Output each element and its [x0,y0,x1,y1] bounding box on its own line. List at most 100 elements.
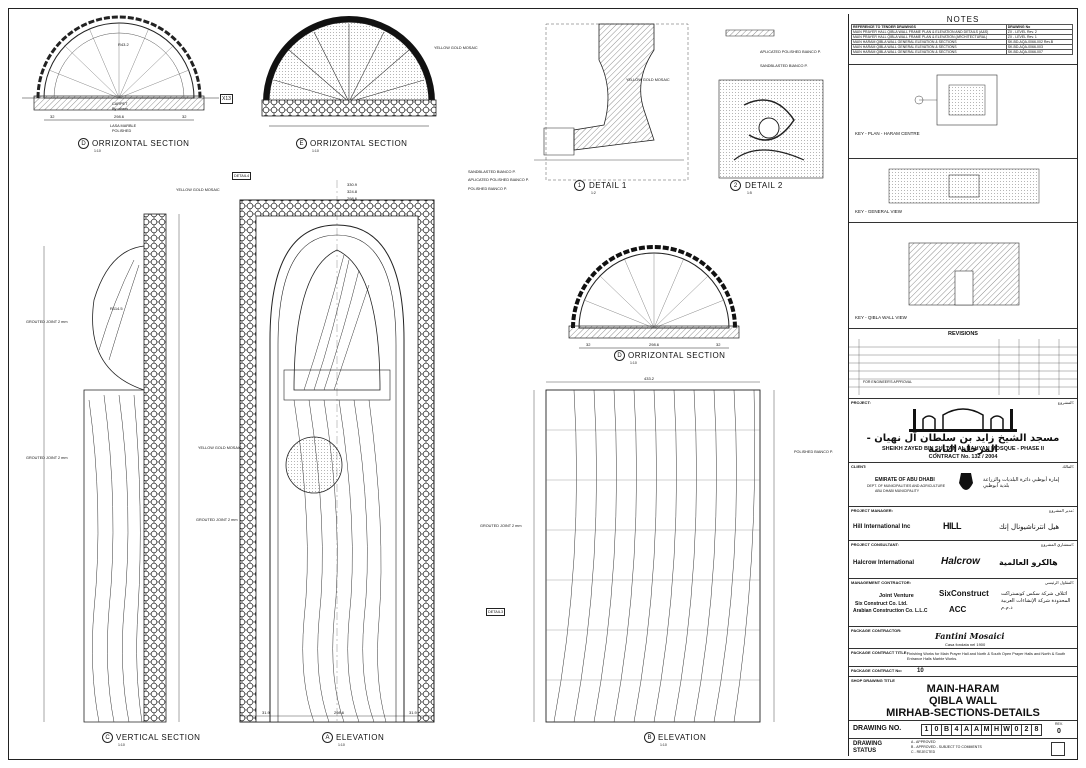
drawing-char-11: 8 [1031,724,1042,736]
mosque-name-en-text: SHEIKH ZAYED BIN SULTAN AL NAHYAN MOSQUE [882,446,1016,452]
key-qibla-graphic [908,242,1020,306]
ref-row-1-desc: MAIN PRAYER HALL QIBLA WALL FRAME PLAN &… [851,34,1007,40]
vertical-section-c [43,213,180,723]
pm-label-ar: مدير المشروع: [1049,508,1074,513]
dim-2986-bottom: 298.6 [334,710,345,715]
dim-3309: 330.9 [347,182,358,187]
mosque-name-ar: مسجد الشيخ زايد بن سلطان آل نهيان - المر… [866,433,1060,455]
key-qibla-label: KEY - QIBLA WALL VIEW [855,315,907,320]
revision-row-0: FOR ENGINEER'S APPROVAL [863,380,913,384]
acc-logo: ACC [949,605,967,614]
section-d-left-scale: 1:10 [94,149,101,153]
key-general-label: KEY - GENERAL VIEW [855,209,903,214]
ref-row-4-no: SK-BD-AQA-0066-007 [1005,49,1074,55]
dim-319-left: 31.9 [262,710,270,715]
elevation-a-scale: 1:10 [338,743,345,747]
label-yellow-gold-circle: YELLOW GOLD MOSAIC [198,446,242,450]
label-grouted-1: GROUTED JOINT 2 mm [26,320,68,324]
title-line-1: MAIN-HARAM [926,683,1000,695]
contract-number: CONTRACT No. 132 / 2004 [928,454,998,460]
title-line-3: MIRHAB-SECTIONS-DETAILS [886,707,1040,719]
label-grouted-4: GROUTED JOINT 2 mm [480,524,522,528]
section-d-left-title: ORRIZONTAL SECTION [92,139,190,148]
title-line-2: QIBLA WALL [928,695,998,707]
six-construct-logo: SixConstruct [939,589,989,598]
section-d-left-marker: D [78,138,89,149]
client-name: EMIRATE OF ABU DHABI [875,477,935,483]
pkg-title: Finishing Works for Main Prayer Hall and… [907,652,1066,661]
section-e-scale: 1:10 [312,149,319,153]
dim-2986-d: 298.6 [114,114,125,119]
consultant-label-ar: استشاري المشروع: [1041,542,1074,547]
fantini-sub: Casa fondata nel 1900 [945,642,986,647]
consultant-panel: PROJECT CONSULTANT: استشاري المشروع: Hal… [849,540,1077,578]
label-sandblasted-detail2: SANDBLASTED BIANCO P. [760,64,808,68]
section-d-right-title: ORRIZONTAL SECTION [628,351,726,360]
detail-1-marker: 1 [574,180,585,191]
dim-r1145: R114.5 [110,306,123,311]
label-detail3: DETAIL3 [486,608,506,616]
shop-title-label: SHOP DRAWING TITLE [851,678,895,683]
pm-logo: HILL [943,521,962,531]
consultant-name-ar: هالكرو العالمية [999,558,1058,567]
elevation-b-scale: 1:10 [660,743,667,747]
label-sandblasted-elev: SANDBLASTED BIANCO P. [468,170,516,174]
label-by-others: By others [112,107,129,111]
drawing-no-label: DRAWING NO. [853,725,902,732]
package-no-panel: PACKAGE CONTRACT No: 10 [849,666,1077,676]
consultant-logo: Halcrow [941,556,980,567]
status-label-2: STATUS [853,748,877,754]
ref-row-0-desc: MAIN PRAYER HALL QIBLA WALL FRAME PLAN &… [851,29,1007,35]
label-detail4: DETAIL4 [232,172,252,180]
client-sub1: DEPT. OF MUNICIPALITIES AND AGRICULTURE [867,484,946,488]
client-panel: CLIENT: المالك: EMIRATE OF ABU DHABI DEP… [849,462,1077,506]
dim-32-d-left: 32 [50,114,55,119]
key-general-graphic [888,168,1040,204]
detail-1-frame [534,23,689,181]
key-plan-panel: KEY - PLAN - HARAM CENTRE [849,64,1077,158]
consultant-label: PROJECT CONSULTANT: [851,542,899,547]
pkg-no-label: PACKAGE CONTRACT No: [851,668,903,673]
vertical-section-scale: 1:10 [118,743,125,747]
project-panel: PROJECT: المشروع: مسجد الشيخ زايد بن سلط… [849,398,1077,462]
contractor-name-ar: ائتلاف شركة سكس كونستراكت المحدودة شركة … [1001,591,1071,611]
contractor-label: MANAGEMENT CONTRACTOR: [851,580,911,585]
consultant-name: Halcrow International [853,560,915,566]
pm-label: PROJECT MANAGER: [851,508,894,513]
client-emblem-icon [959,473,973,490]
contractor-jv: Joint Venture [879,593,914,599]
pkg-contractor-label: PACKAGE CONTRACTOR: [851,628,902,633]
elevation-b-marker: B [644,732,655,743]
contractor-label-ar: المقاول الرئيسي: [1044,580,1074,585]
elevation-a [239,180,435,723]
revisions-panel: REVISIONS FOR ENGINEER'S APPROVAL [849,328,1077,398]
label-yellow-gold-top: YELLOW GOLD MOSAIC [434,46,478,50]
client-label-ar: المالك: [1062,464,1074,469]
dim-32-dr-left: 32 [586,342,591,347]
label-polished-elev: POLISHED BIANCO P. [468,187,507,191]
vertical-section-marker: C [102,732,113,743]
package-contractor-panel: PACKAGE CONTRACTOR: Fantini Mosaici Casa… [849,626,1077,648]
notes-title: NOTES [946,15,980,24]
shop-title-panel: SHOP DRAWING TITLE MAIN-HARAM QIBLA WALL… [849,676,1077,720]
section-e-title: ORRIZONTAL SECTION [310,139,408,148]
dim-32-dr-right: 32 [716,342,721,347]
label-polished: POLISHED [112,129,132,133]
label-applicated-detail2: APLICATED POLISHED BIANCO P. [760,50,821,54]
detail-1-title: DETAIL 1 [589,181,627,190]
label-applicated-elev: APLICATED POLISHED BIANCO P. [468,178,529,182]
detail-2-scale: 1:5 [747,191,752,195]
project-label: PROJECT: [851,400,871,405]
label-grouted-2: GROUTED JOINT 2 mm [26,456,68,460]
mosque-phase: - PHASE II [1017,446,1044,452]
pkg-title-label: PACKAGE CONTRACT TITLE: [851,650,908,655]
package-title-panel: PACKAGE CONTRACT TITLE: Finishing Works … [849,648,1077,666]
key-plan-label: KEY - PLAN - HARAM CENTRE [855,131,920,136]
status-stamp-box [1051,742,1065,756]
section-d-left-fan [22,15,219,121]
project-manager-panel: PROJECT MANAGER: مدير المشروع: Hill Inte… [849,506,1077,540]
detail-2-title: DETAIL 2 [745,181,783,190]
label-x13: X13 [220,94,233,104]
pkg-no: 10 [917,668,924,674]
